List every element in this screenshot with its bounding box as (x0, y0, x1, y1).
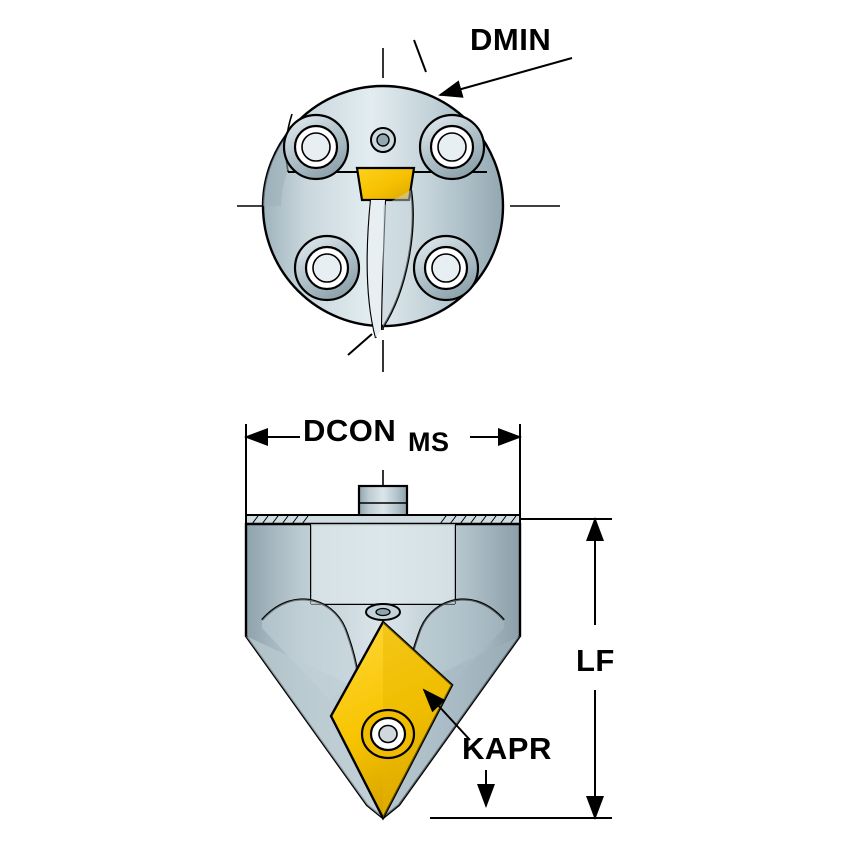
screw-hole-top-left (282, 113, 350, 181)
side-view-serration-hatch (251, 515, 517, 525)
dmin-label: DMIN (470, 22, 552, 57)
screw-hole-top-right (418, 113, 486, 181)
dcon-ms-dimension (244, 424, 522, 519)
side-view-left-flank (246, 636, 383, 818)
side-view-insert-facet (383, 622, 452, 818)
lf-label: LF (576, 643, 615, 678)
kapr-label: KAPR (462, 731, 552, 766)
lf-dimension (430, 517, 612, 820)
screw-hole-bottom-left (293, 234, 361, 302)
side-view-seat-boss (365, 603, 401, 621)
side-view (244, 424, 612, 821)
dcon-ms-subscript-label: MS (408, 427, 450, 457)
front-view (237, 39, 573, 372)
front-view-shading-bottom (383, 190, 413, 327)
front-view-center-boss (370, 127, 396, 153)
side-view-insert-screw (360, 708, 416, 760)
dcon-label: DCON (303, 413, 397, 448)
side-view-right-flank (383, 636, 520, 818)
side-view-pocket-shade-left (262, 599, 358, 700)
front-view-angle-tick (347, 333, 373, 356)
kapr-leader (422, 688, 495, 808)
side-view-serration-band (245, 514, 521, 525)
dmin-leader (413, 39, 573, 98)
side-view-upper-block-fill (311, 524, 455, 604)
front-view-edge-shade (367, 200, 385, 338)
front-view-screw-holes (282, 113, 486, 302)
screw-hole-bottom-right (412, 234, 480, 302)
